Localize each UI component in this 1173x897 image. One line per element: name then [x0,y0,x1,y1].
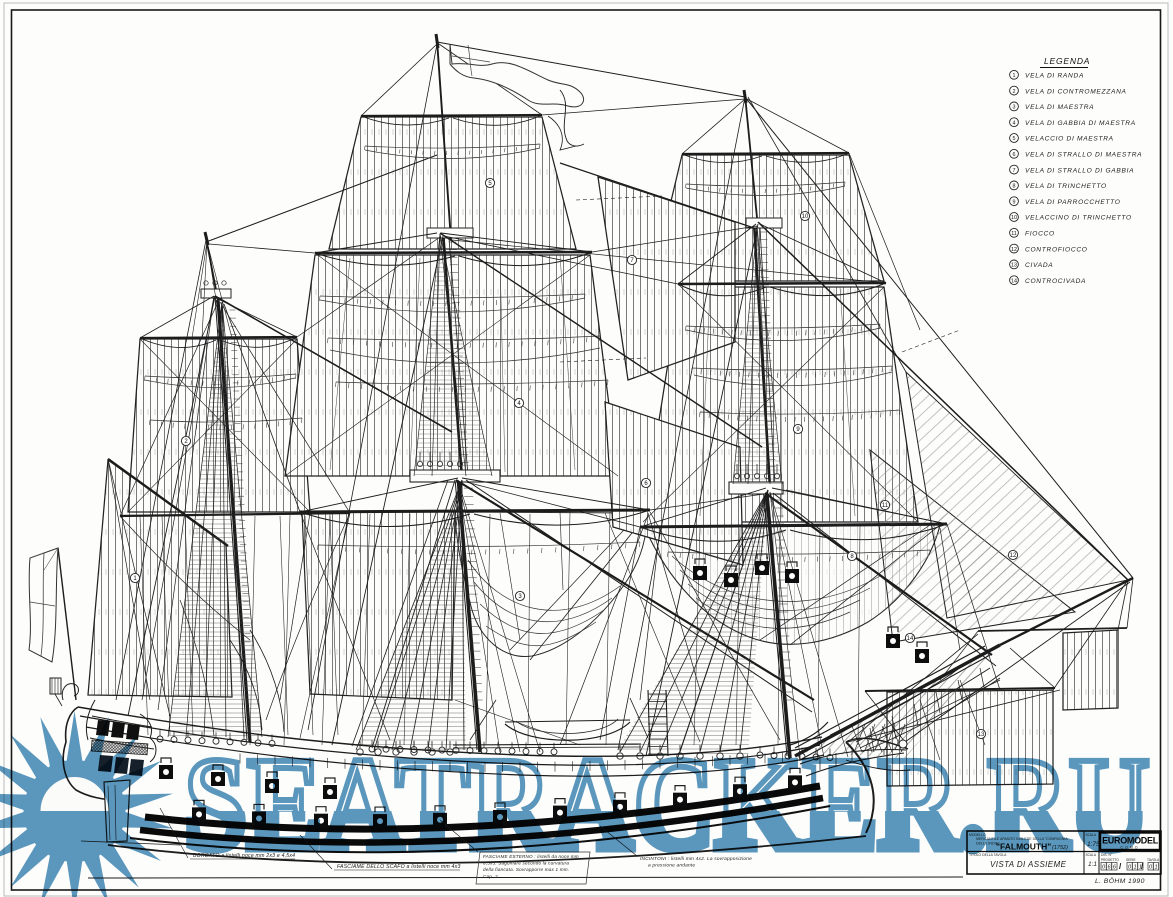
svg-text:VELA DI GABBIA DI MAESTRA: VELA DI GABBIA DI MAESTRA [1025,120,1136,127]
svg-text:VELA DI STRALLO DI GABBIA: VELA DI STRALLO DI GABBIA [1025,167,1134,174]
svg-text:7: 7 [630,258,634,264]
svg-text:SEATRACKER.RU: SEATRACKER.RU [184,729,1150,877]
svg-text:VELA DI STRALLO DI MAESTRA: VELA DI STRALLO DI MAESTRA [1025,152,1142,159]
svg-text:5: 5 [488,181,492,187]
svg-text:14: 14 [907,636,914,642]
svg-text:13: 13 [978,732,985,738]
svg-text:11: 11 [1011,231,1017,237]
svg-text:5: 5 [1013,136,1016,142]
svg-text:6: 6 [1013,152,1016,158]
svg-text:6: 6 [644,481,648,487]
svg-text:1: 1 [1013,73,1016,79]
svg-text:VELA DI PARROCCHETTO: VELA DI PARROCCHETTO [1025,199,1121,206]
svg-text:FASCIAME ESTERNO : listelli da: FASCIAME ESTERNO : listelli da noce mm [483,854,579,859]
svg-text:CONTROFIOCCO: CONTROFIOCCO [1025,246,1088,253]
svg-text:12: 12 [1010,553,1017,559]
svg-text:INCINTONI : listelli mm 4x2. L: INCINTONI : listelli mm 4x2. La sovrappo… [640,856,752,862]
svg-text:PROGETTO: PROGETTO [1101,858,1119,862]
svg-text:VELA DI RANDA: VELA DI RANDA [1025,73,1084,80]
svg-text:4: 4 [517,401,521,407]
svg-text:9: 9 [796,427,800,433]
svg-text:VELACCIO DI MAESTRA: VELACCIO DI MAESTRA [1025,136,1114,143]
svg-text:10: 10 [802,214,809,220]
svg-text:0: 0 [1102,865,1106,871]
svg-text:3: 3 [1013,105,1016,111]
svg-text:SEATRACKER.RU: SEATRACKER.RU [184,729,1150,877]
svg-text:1:1: 1:1 [1088,861,1097,868]
svg-text:CONTROCIVADA: CONTROCIVADA [1025,278,1086,285]
svg-text:6: 6 [1107,865,1111,871]
svg-text:DIS. N°: DIS. N° [1101,853,1113,857]
svg-text:LEGENDA: LEGENDA [1044,56,1090,66]
svg-text:6: 6 [1113,865,1117,871]
svg-text:3: 3 [518,594,522,600]
svg-text:8: 8 [850,554,854,560]
svg-text:12: 12 [1011,247,1017,253]
svg-text:VELACCINO DI TRINCHETTO: VELACCINO DI TRINCHETTO [1025,215,1132,222]
svg-text:0: 0 [1149,865,1153,871]
svg-text:FASCIAME DELLO SCAFO a listel: FASCIAME DELLO SCAFO a listelli noce mm … [337,864,461,870]
svg-text:9: 9 [1013,199,1016,205]
svg-text:SCALA: SCALA [1086,833,1097,837]
svg-text:TITOLO DELLA TAVOLA: TITOLO DELLA TAVOLA [969,853,1007,857]
svg-text:14: 14 [1011,278,1017,284]
svg-text:L. BÖHM 1990: L. BÖHM 1990 [1095,877,1145,885]
svg-text:Cap. 2.: Cap. 2. [483,874,499,879]
svg-text:SERIE: SERIE [1126,858,1136,862]
svg-text:7: 7 [1013,168,1016,174]
svg-text:"FALMOUTH": "FALMOUTH" [996,842,1051,852]
svg-text:CIVADA: CIVADA [1025,262,1053,269]
svg-text:/: / [1141,862,1144,871]
svg-text:1: 1 [1133,865,1136,871]
svg-text:4: 4 [1013,120,1016,126]
svg-text:1: 1 [133,576,137,582]
svg-text:2: 2 [1013,89,1016,95]
svg-text:SCALA: SCALA [1086,853,1097,857]
svg-text:0,5x3. Sagomare secondo la cur: 0,5x3. Sagomare secondo la curvatura [483,861,569,866]
svg-text:TAVOLA: TAVOLA [1147,858,1160,862]
svg-text:0: 0 [1128,865,1132,871]
svg-text:10: 10 [1011,215,1017,221]
svg-text:MODELLO: MODELLO [969,833,986,837]
svg-text:11: 11 [882,503,889,509]
svg-text:/: / [1119,862,1122,871]
svg-text:1: 1 [1139,865,1142,871]
svg-text:a pressione andante: a pressione andante [648,863,695,869]
svg-text:8: 8 [1013,184,1016,190]
svg-text:1: 1 [1154,865,1157,871]
svg-text:della fiancata. Sovrapporre ma: della fiancata. Sovrapporre max 1 mm. [483,867,569,872]
svg-text:EUROMODEL: EUROMODEL [1102,836,1159,846]
svg-text:DELLE INDIE": DELLE INDIE" [976,842,1000,846]
svg-text:13: 13 [1011,263,1017,269]
svg-text:BORDATO a listelli noce mm 2x: BORDATO a listelli noce mm 2x3 e 4,5x4 [193,853,295,859]
svg-text:VELA DI MAESTRA: VELA DI MAESTRA [1025,104,1094,111]
svg-text:MERCANTILE ARMATO INGLESE D: MERCANTILE ARMATO INGLESE DELLA "COMPAGN… [976,837,1068,841]
svg-text:COMO: COMO [1120,846,1139,850]
svg-text:VELA DI TRINCHETTO: VELA DI TRINCHETTO [1025,183,1107,190]
svg-text:(1752): (1752) [1052,845,1068,851]
svg-text:2: 2 [184,439,188,445]
svg-text:FIOCCO: FIOCCO [1025,231,1055,238]
svg-text:VISTA DI ASSIEME: VISTA DI ASSIEME [990,860,1067,869]
svg-text:1:75: 1:75 [1087,841,1100,848]
svg-text:VELA DI CONTROMEZZANA: VELA DI CONTROMEZZANA [1025,88,1127,95]
